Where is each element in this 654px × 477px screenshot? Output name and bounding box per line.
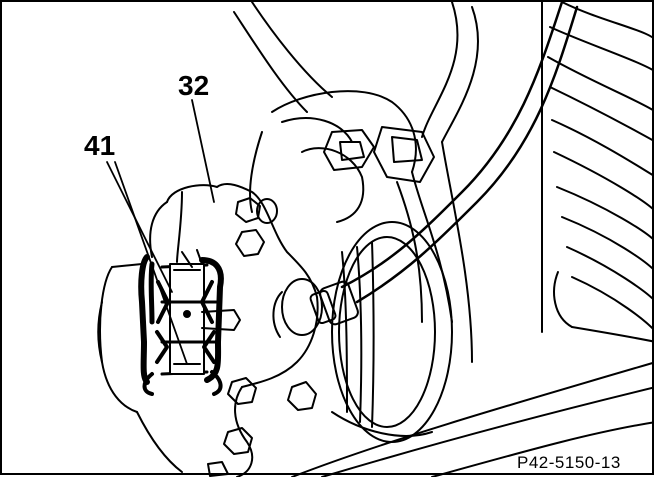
leader-line-41b — [114, 161, 188, 365]
leader-lines — [106, 99, 215, 365]
suspension-arm — [233, 2, 654, 477]
caliper-bolts — [207, 197, 317, 477]
hub-flange — [97, 263, 183, 473]
brake-hose — [309, 2, 579, 326]
brake-disc — [331, 221, 453, 443]
leader-line-41a — [106, 161, 173, 293]
figure-id-label: P42-5150-13 — [517, 453, 621, 472]
leader-line-32 — [191, 99, 215, 203]
callout-label-32: 32 — [178, 70, 210, 101]
steering-knuckle — [249, 90, 473, 363]
brake-pads-and-springs — [138, 249, 241, 396]
callout-label-41: 41 — [84, 130, 116, 161]
coil-spring — [541, 2, 654, 343]
